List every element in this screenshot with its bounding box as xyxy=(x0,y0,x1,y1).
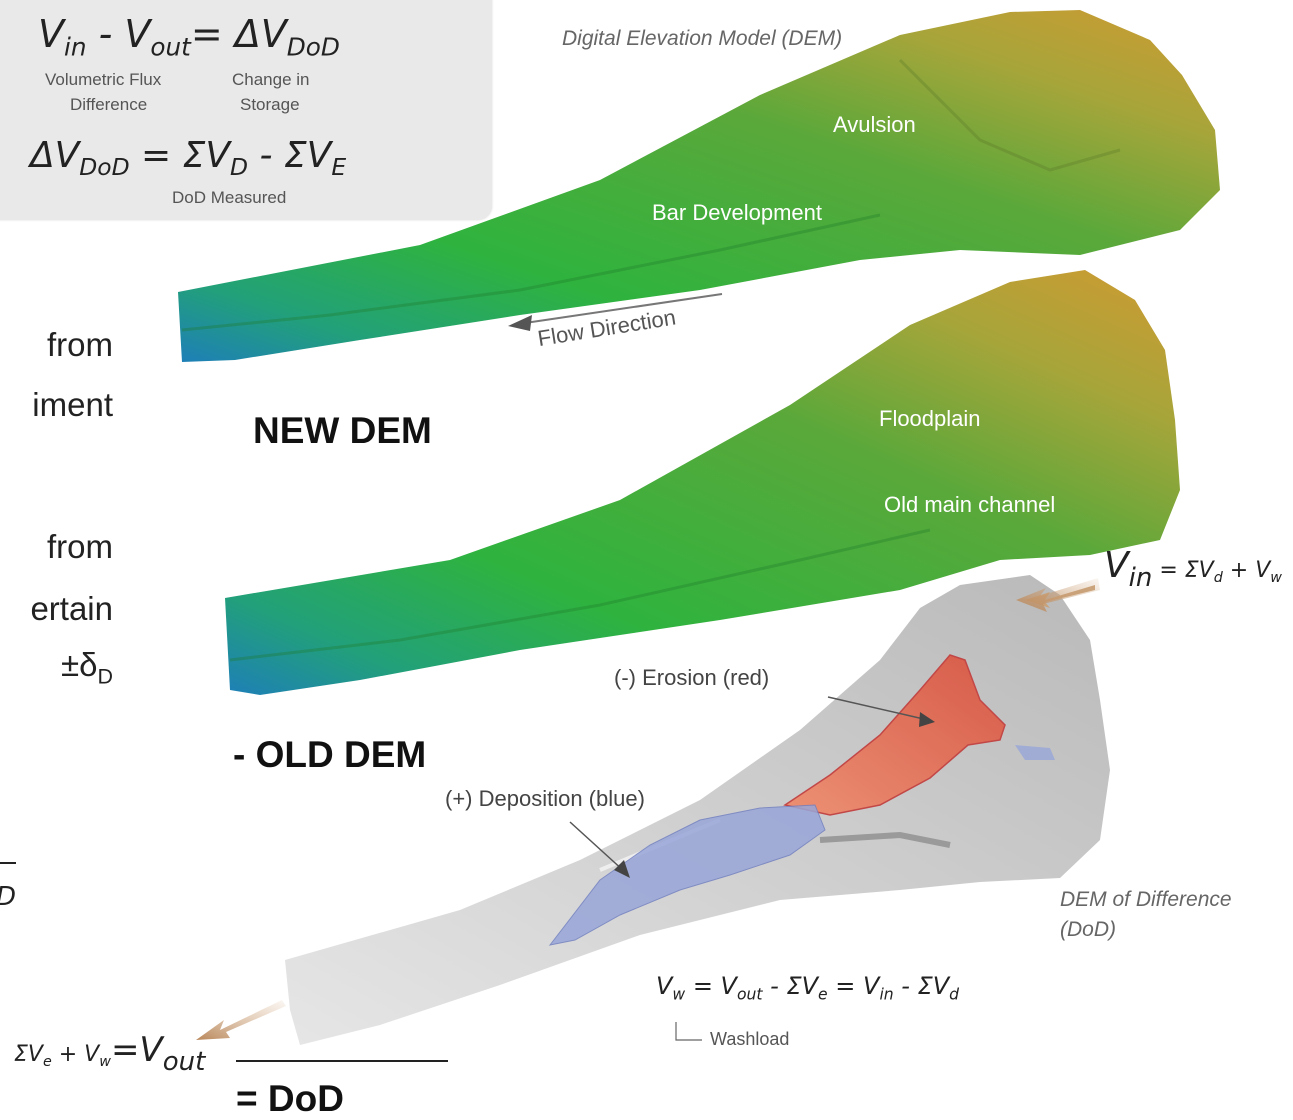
vin-plus-sub: w xyxy=(1270,570,1282,586)
left-text-5-sub: D xyxy=(97,664,113,689)
vw-b: - ΣV xyxy=(762,972,819,1000)
old-dem-surface xyxy=(225,270,1180,695)
vw-v: V xyxy=(656,972,673,1000)
eq2-mid-sub: D xyxy=(230,153,249,182)
vin-equation: Vin = ΣVd + Vw xyxy=(1104,545,1282,593)
vin-rest-sub: d xyxy=(1213,570,1223,586)
left-text-5-main: ±δ xyxy=(61,646,98,683)
vout-eq: =V xyxy=(110,1030,163,1070)
dod-equation: ΔVDoD = ΣVD - ΣVE xyxy=(30,135,346,181)
vout-plus-sub: w xyxy=(99,1054,111,1070)
left-text-4: ertain xyxy=(30,590,113,627)
dem-title: Digital Elevation Model (DEM) xyxy=(562,27,843,50)
eq2-right: - ΣV xyxy=(248,135,332,176)
vout-equation: ΣVe + Vw=Vout xyxy=(14,1030,205,1077)
vout-sigma-sub: e xyxy=(42,1054,52,1070)
caption-storage-2: Storage xyxy=(240,95,300,114)
deposition-pointer-head xyxy=(614,860,630,878)
vout-sigma: ΣV xyxy=(14,1042,43,1067)
eq1-left-sub: in xyxy=(64,32,87,62)
vw-a: = V xyxy=(685,972,737,1000)
vw-equation: Vw = Vout - ΣVe = Vin - ΣVd xyxy=(656,972,959,1003)
label-floodplain: Floodplain xyxy=(879,406,981,431)
left-text-3: from xyxy=(47,528,113,565)
vout-arrow xyxy=(196,1000,286,1040)
eq1-mid: - V xyxy=(86,12,151,56)
left-text-2: iment xyxy=(32,386,113,423)
eq1-mid-sub: out xyxy=(150,32,191,62)
eq1-eq: = ΔV xyxy=(190,12,287,56)
vw-d-sub: d xyxy=(949,985,960,1004)
dod-surface xyxy=(285,575,1110,1045)
label-erosion: (-) Erosion (red) xyxy=(614,665,770,690)
label-old-dem: - OLD DEM xyxy=(233,734,427,775)
vw-b-sub: e xyxy=(818,985,828,1004)
label-dod: = DoD xyxy=(236,1078,344,1119)
caption-flux-2: Difference xyxy=(70,95,148,114)
eq2-left: ΔV xyxy=(30,135,80,176)
new-dem-surface xyxy=(178,10,1220,362)
vin-v: V xyxy=(1104,545,1129,586)
label-dod-title-1: DEM of Difference xyxy=(1060,888,1232,911)
vw-d: - ΣV xyxy=(893,972,950,1000)
erosion-pointer-head xyxy=(919,712,935,727)
label-dod-title-2: (DoD) xyxy=(1060,918,1116,941)
vw-c: = V xyxy=(827,972,880,1000)
left-text-6: D xyxy=(0,882,16,912)
vin-v-sub: in xyxy=(1128,563,1153,594)
label-deposition: (+) Deposition (blue) xyxy=(445,786,645,811)
label-washload: Washload xyxy=(710,1029,790,1049)
vw-v-sub: w xyxy=(672,985,686,1004)
label-new-dem: NEW DEM xyxy=(253,410,432,451)
deposition-region xyxy=(548,804,826,946)
left-text-1: from xyxy=(47,326,113,363)
equations-panel xyxy=(0,0,492,220)
eq1-left: V xyxy=(38,12,64,56)
vin-rest: = ΣV xyxy=(1152,558,1214,583)
flow-arrow-head xyxy=(508,315,532,331)
label-bar-development: Bar Development xyxy=(652,200,822,225)
erosion-region xyxy=(783,654,1006,816)
label-old-main-channel: Old main channel xyxy=(884,492,1056,517)
vw-c-sub: in xyxy=(879,985,894,1004)
label-avulsion: Avulsion xyxy=(833,112,916,137)
eq1-right-sub: DoD xyxy=(286,32,340,62)
vout-eq-sub: out xyxy=(162,1047,206,1078)
eq2-left-sub: DoD xyxy=(79,153,130,182)
caption-dod-measured: DoD Measured xyxy=(172,188,287,207)
eq2-right-sub: E xyxy=(331,153,347,182)
eq2-mid: = ΣV xyxy=(129,135,231,176)
vw-a-sub: out xyxy=(736,985,763,1004)
caption-flux-1: Volumetric Flux xyxy=(45,70,162,89)
left-text-5: ±δD xyxy=(61,646,113,690)
flux-equation: Vin - Vout= ΔVDoD xyxy=(38,12,340,62)
vin-plus: + V xyxy=(1222,558,1271,583)
left-fraction-bar xyxy=(0,862,16,864)
vout-plus: + V xyxy=(51,1042,100,1067)
caption-storage-1: Change in xyxy=(232,70,310,89)
